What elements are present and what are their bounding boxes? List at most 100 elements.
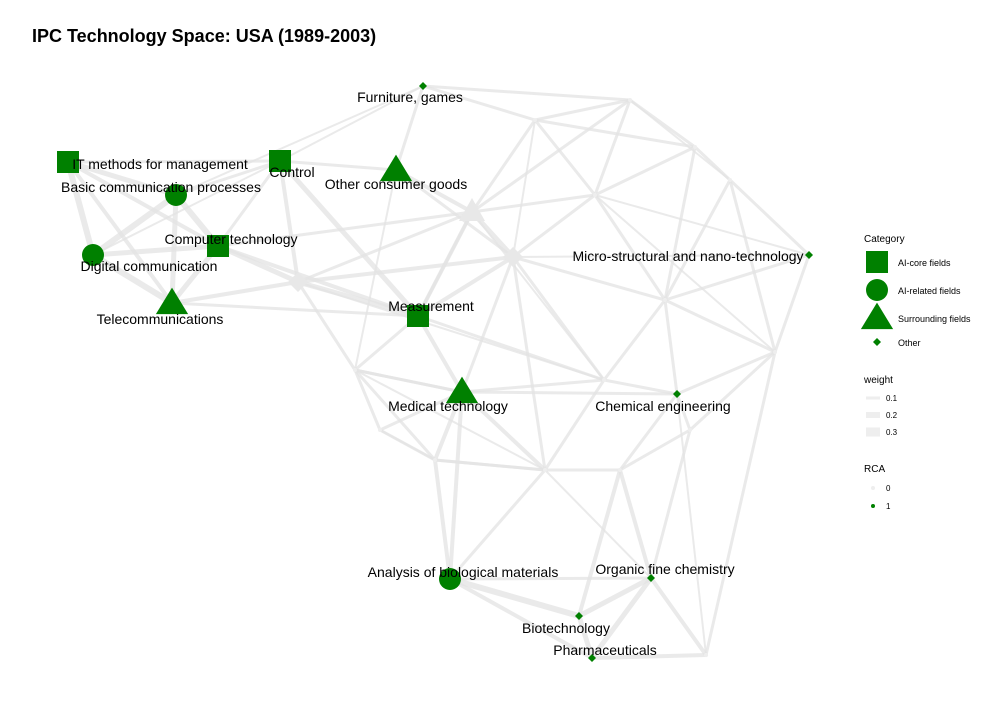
- edge-b14-b12: [433, 458, 547, 472]
- legend-diamond-symbol: [873, 338, 881, 346]
- legend-rca-dot: [871, 504, 875, 508]
- node-biotech: [575, 612, 583, 620]
- edge-b11-b12: [354, 369, 546, 471]
- background-node-b10: [602, 378, 606, 382]
- edge-furniture-control: [279, 85, 424, 162]
- edge-digital-control: [92, 160, 281, 256]
- edge-b10-chemeng: [602, 378, 679, 396]
- background-node-b18: [663, 298, 667, 302]
- legend-circle-symbol: [866, 279, 888, 301]
- legend-triangle-symbol: [860, 302, 894, 330]
- edge-organic-b15: [649, 576, 708, 657]
- background-node-b7: [503, 247, 523, 267]
- node-analysis: [439, 568, 461, 590]
- edge-b9-b16: [688, 350, 777, 432]
- edge-organic-pharma: [589, 575, 654, 661]
- edge-micro-b9: [773, 253, 811, 354]
- edge-medtech-analysis: [448, 390, 464, 581]
- edge-other_cons-control: [278, 159, 398, 172]
- edge-b1-b5: [593, 98, 632, 197]
- background-node-b3: [693, 145, 697, 149]
- background-node-b1: [628, 98, 632, 102]
- node-medtech: [445, 376, 479, 404]
- edge-b9-chemeng: [675, 350, 777, 396]
- legend-item-diamond: Other: [873, 338, 921, 348]
- edge-comptech-b8: [215, 243, 301, 285]
- edge-b15-pharma: [590, 653, 708, 660]
- node-label-it: IT methods for management: [72, 156, 248, 172]
- edge-other_cons-b11: [354, 169, 397, 371]
- edge-it-basic: [65, 159, 179, 198]
- legend-weight-label: 0.1: [886, 394, 898, 403]
- edge-b5-b18: [593, 193, 667, 302]
- edge-b8-b11: [296, 280, 357, 372]
- edge-furniture-b1: [421, 84, 632, 102]
- edge-b13-b16: [618, 428, 692, 472]
- node-label-pharma: Pharmaceuticals: [553, 642, 657, 658]
- node-label-comptech: Computer technology: [164, 231, 297, 247]
- legend-label-circle: AI-related fields: [898, 286, 961, 296]
- edge-analysis-b12: [448, 468, 547, 581]
- edge-b12-organic: [544, 469, 652, 579]
- background-node-b9: [773, 350, 777, 354]
- node-furniture: [419, 82, 427, 90]
- edge-b8-b10: [297, 281, 605, 381]
- legend-weight-label: 0.3: [886, 428, 898, 437]
- node-label-micro: Micro-structural and nano-technology: [572, 248, 803, 264]
- edge-b7-b12: [511, 255, 547, 472]
- node-label-chemeng: Chemical engineering: [595, 398, 730, 414]
- edge-biotech-organic: [576, 575, 654, 619]
- node-basic: [165, 184, 187, 206]
- node-label-control: Control: [269, 164, 314, 180]
- edge-b13-organic: [618, 468, 653, 580]
- edge-analysis-biotech: [447, 576, 582, 619]
- edge-b17-b14: [379, 429, 436, 461]
- edge-control-b8: [278, 159, 300, 284]
- edge-b11-b14: [353, 368, 437, 462]
- edge-b5-b7: [511, 193, 597, 259]
- edge-b15-chemeng: [676, 393, 707, 656]
- edge-b5-micro: [594, 194, 810, 256]
- legend-rca-item: 1: [871, 502, 891, 511]
- legend-square-symbol: [866, 251, 888, 273]
- edge-b11-medtech: [353, 368, 464, 394]
- edge-b3-b5: [593, 145, 697, 197]
- edge-it-digital: [65, 159, 96, 258]
- background-node-b8: [288, 272, 308, 292]
- node-chemeng: [673, 390, 681, 398]
- edge-b18-chemeng: [663, 298, 679, 396]
- legend-rca-title: RCA: [864, 464, 885, 475]
- edge-chemeng-b16: [675, 392, 692, 432]
- legend-weight-item: 0.2: [866, 411, 898, 420]
- edge-b2-b6: [470, 118, 537, 214]
- background-node-b2: [533, 118, 537, 122]
- edge-furniture-other_cons: [394, 84, 425, 172]
- node-label-other_cons: Other consumer goods: [325, 176, 467, 192]
- edge-measure-b7: [416, 255, 515, 318]
- edge-b13-biotech: [577, 468, 622, 618]
- edge-b15-b9: [704, 350, 777, 657]
- legend-weight-item: 0.3: [866, 427, 898, 437]
- legend-item-triangle: Surrounding fields: [860, 302, 971, 330]
- node-pharma: [588, 654, 596, 662]
- node-label-digital: Digital communication: [81, 258, 218, 274]
- edge-b17-b11: [353, 368, 382, 432]
- node-label-basic: Basic communication processes: [61, 179, 261, 195]
- edge-b2-b5: [533, 118, 597, 197]
- edge-b14-analysis: [433, 458, 452, 581]
- edge-basic-digital: [90, 192, 179, 258]
- edge-comptech-control: [216, 159, 282, 248]
- edge-b7-b18: [511, 255, 667, 302]
- edge-digital-comptech: [90, 243, 221, 258]
- background-node-b13: [618, 468, 622, 472]
- node-comptech: [207, 235, 229, 257]
- node-label-measure: Measurement: [388, 298, 474, 314]
- edge-comptech-b6: [216, 210, 474, 248]
- background-node-b15: [704, 653, 708, 657]
- edge-basic-control: [174, 159, 282, 197]
- edge-b1-b2: [533, 98, 632, 122]
- background-nodes-layer: [288, 98, 777, 657]
